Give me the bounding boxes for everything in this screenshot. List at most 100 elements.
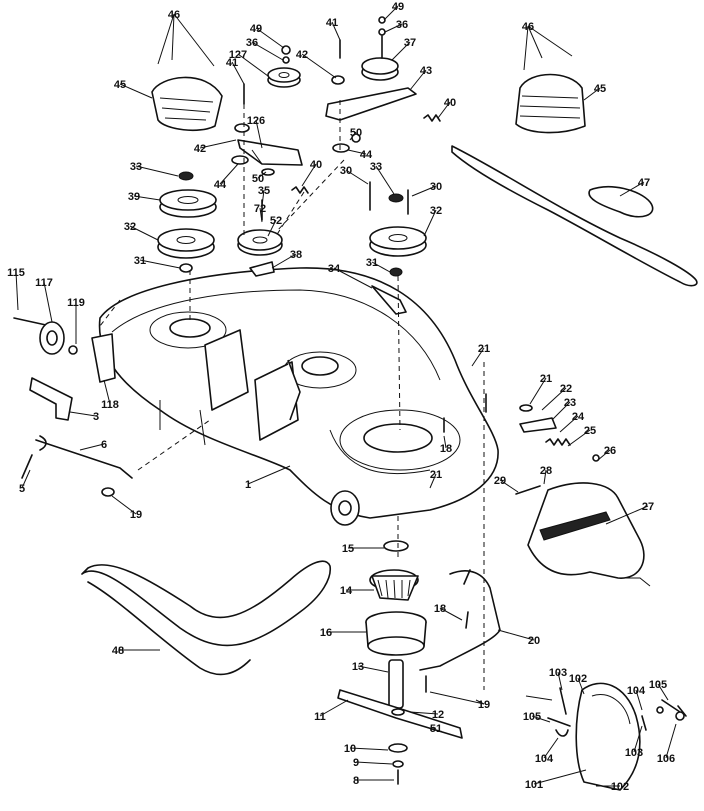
part-number-label: 103 [625,747,643,759]
deck-housing [91,267,499,526]
callout-leader [525,695,553,701]
callout-leader [347,149,367,155]
part-number-label: 50 [350,127,362,139]
part-number-label: 21 [478,343,490,355]
nut-19 [101,487,115,497]
part-number-label: 105 [523,711,541,723]
callout-leader [333,267,373,289]
callout-leader [499,479,519,493]
callout-leader [133,195,161,201]
part-number-label: 42 [296,49,308,61]
callout-leader [383,5,399,21]
part-number-label: 45 [594,83,606,95]
part-number-label: 45 [114,79,126,91]
part-number-label: 8 [353,775,359,787]
guard-hardware [547,687,687,737]
chute-hardware [515,404,600,495]
callout-leader [635,689,643,711]
callout-leader [567,429,591,447]
blade-11 [337,689,463,739]
callout-leader [135,165,179,177]
callout-leader [439,607,463,621]
callout-leader [633,725,643,753]
callout-leader [543,469,547,485]
part-number-label: 33 [130,161,142,173]
callout-leader [533,769,587,785]
assembly-lines [99,100,485,690]
part-number-label: 49 [392,1,404,13]
part-number-label: 5 [19,483,25,495]
callout-leader [301,53,337,79]
part-number-label: 25 [584,425,596,437]
part-number-label: 13 [352,661,364,673]
part-number-label: 126 [247,115,265,127]
callout-leader [267,219,277,237]
part-number-label: 43 [420,65,432,77]
callout-leader [557,671,563,691]
part-number-label: 38 [290,249,302,261]
part-number-label: 19 [130,509,142,521]
callout-leader [437,101,451,119]
part-number-label: 103 [549,667,567,679]
callout-leader [371,261,391,273]
callout-leader [257,171,267,179]
guard-101 [575,682,641,791]
part-number-label: 102 [611,781,629,793]
callout-leader [129,225,159,241]
callout-leader [529,377,547,405]
callout-leader [69,411,97,417]
callout-leader [531,715,551,723]
callout-leader [357,665,389,673]
callout-leader [349,131,357,141]
callout-leader [577,677,585,695]
spindle-assembly [365,540,427,709]
callout-leader [171,13,175,61]
callout-leader [237,53,269,77]
part-number-label: 32 [124,221,136,233]
callout-leader [384,23,403,33]
callout-leader [583,87,601,101]
spring-40 [291,114,441,194]
part-number-label: 119 [67,297,85,309]
callout-leader [261,189,265,207]
callout-leader [657,683,669,701]
callout-leader [173,13,215,67]
part-number-label: 49 [250,23,262,35]
part-number-label: 12 [432,709,444,721]
bolts-18-21 [425,393,487,693]
part-number-label: 46 [168,9,180,21]
part-number-label: 104 [627,685,646,697]
part-number-label: 41 [326,17,338,29]
part-number-label: 127 [229,49,247,61]
pulley-stack-right [369,181,427,315]
callout-leader [559,415,579,433]
callout-leader [391,41,411,61]
part-number-label: 37 [404,37,416,49]
callout-leader [523,25,529,71]
part-number-label: 118 [101,399,119,411]
callout-leader [605,505,649,525]
part-number-label: 21 [540,373,552,385]
part-number-label: 104 [535,753,554,765]
part-number-label: 52 [270,215,282,227]
callout-leader [409,69,427,91]
part-number-label: 21 [430,469,442,481]
callout-leader [15,271,19,311]
callout-leader [199,139,237,149]
callout-leader [301,163,317,187]
callout-leader [79,443,105,451]
part-number-label: 31 [366,257,378,269]
part-number-label: 42 [194,143,206,155]
pulley-37 [361,16,399,81]
idler-bracket-126 [234,123,303,166]
part-number-label: 102 [569,673,587,685]
belt-cover-left-45 [151,76,223,132]
part-number-label: 31 [134,255,146,267]
callout-leader [429,473,437,489]
part-number-label: 51 [430,723,442,735]
belt-cover-right-45 [515,73,586,134]
part-number-label: 36 [246,37,258,49]
washers [231,75,361,176]
